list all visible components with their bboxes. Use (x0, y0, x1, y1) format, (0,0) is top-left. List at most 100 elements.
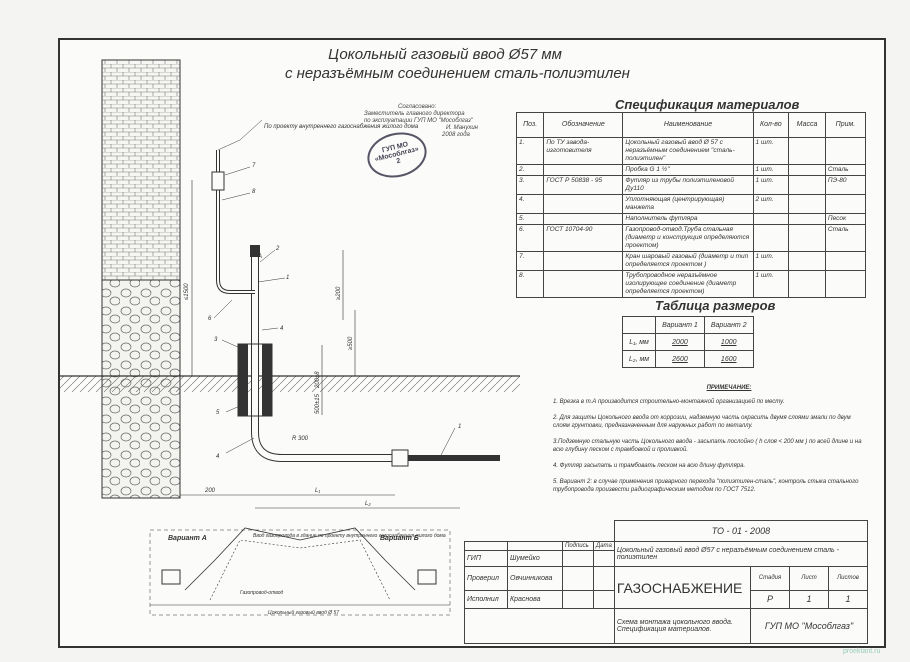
dim-r300: R 300 (292, 436, 309, 442)
spec-header-cell: Поз. (515, 112, 545, 138)
pos-4b: 4 (216, 454, 220, 460)
section-name: ГАЗОСНАБЖЕНИЕ (613, 566, 752, 610)
dim-200: ≥200 (336, 286, 342, 300)
variant-a-label: Вариант А (168, 535, 207, 542)
pos-4a: 4 (280, 326, 284, 332)
spec-cell: Уплотняющая (центрирующая) манжета (622, 194, 754, 214)
role-made: Исполнил (464, 589, 508, 610)
spec-header-cell: Прим. (824, 112, 867, 138)
dim-200-8: 200±8 (315, 371, 321, 389)
spec-cell: 1 шт. (752, 164, 790, 176)
spec-cell (788, 137, 826, 165)
note-item: 4. Футляр засыпать и трамбовать песком н… (553, 463, 746, 469)
sizes-cell (621, 316, 657, 334)
spec-cell (788, 194, 826, 214)
watermark: proektant.ru (843, 648, 881, 655)
sheets-value: 1 (828, 589, 868, 610)
spec-cell (788, 251, 826, 271)
spec-cell: 3. (515, 175, 545, 195)
dim-500-15: 500±15 (315, 393, 321, 414)
spec-title: Спецификация материалов (615, 97, 800, 112)
spec-cell (824, 137, 867, 165)
spec-row: 7. Кран шаровый газовый (диаметр и тип оп… (515, 251, 867, 271)
spec-cell: 5. (515, 213, 545, 225)
spec-cell (788, 175, 826, 195)
doc-name: Схема монтажа цокольного ввода. Специфик… (613, 608, 752, 644)
sizes-cell: Вариант 1 (655, 316, 705, 334)
spec-cell (543, 164, 624, 176)
spec-cell (543, 270, 624, 298)
spec-cell: Наполнитель футляра (622, 213, 754, 225)
title-block: ТО - 01 - 2008 Подпись Дата Цокольный га… (464, 520, 869, 644)
spec-cell: Кран шаровый газовый (диаметр и тип опре… (622, 251, 754, 271)
spec-cell (788, 164, 826, 176)
spec-cell: 6. (515, 224, 545, 252)
spec-header-cell: Кол-во (752, 112, 790, 138)
pos-A: А (257, 254, 262, 260)
inlet-label: Цокольный газовый ввод Ø 57 (268, 609, 339, 616)
sizes-cell: Вариант 2 (703, 316, 754, 334)
spec-row: 2. Пробка G 1 ½"1 шт. Сталь (515, 164, 867, 176)
role-gip: ГИП (464, 550, 508, 568)
spec-cell: 1 шт. (752, 270, 790, 298)
pos-1b: 1 (458, 424, 461, 430)
object-name: Цокольный газовый ввод Ø57 с неразъёмным… (613, 540, 869, 568)
notes-head: ПРИМЕЧАНИЕ: (706, 385, 752, 391)
spec-cell: Сталь (824, 164, 867, 176)
dim-500: ≥500 (348, 336, 354, 350)
sizes-cell: L₂, мм (621, 350, 657, 368)
pos-5: 5 (216, 410, 220, 416)
spec-cell: Футляр из трубы полиэтиленовой Ду110 (622, 175, 754, 195)
spec-cell: ГОСТ Р 50838 - 95 (543, 175, 624, 195)
spec-cell: Сталь (824, 224, 867, 252)
org-name: ГУП МО "Мособлгаз" (750, 608, 868, 644)
spec-cell: 7. (515, 251, 545, 271)
notes-block: ПРИМЕЧАНИЕ: 1. Врезка в т.А производится… (553, 384, 865, 502)
brick-wall (101, 59, 181, 281)
approval-block: Согласовано: Заместитель главного директ… (364, 104, 478, 138)
variant-b-label: Вариант Б (380, 535, 419, 542)
spec-cell: 1 шт. (752, 137, 790, 165)
dim-200b: 200 (204, 488, 216, 494)
pos-1: 1 (286, 275, 289, 281)
dim-l1: L₁ (315, 488, 320, 494)
spec-row: 8.Трубопроводное неразъёмное изолирующее… (515, 270, 867, 298)
pos-8: 8 (252, 189, 256, 195)
pos-6: 6 (208, 316, 212, 322)
dim-1500: ≤1500 (184, 283, 190, 300)
spec-cell: 2. (515, 164, 545, 176)
house-b (417, 569, 437, 585)
name-gip: Шумейко (507, 550, 563, 568)
sheet-value: 1 (789, 589, 829, 610)
pos-3: 3 (214, 337, 218, 343)
note-project: По проекту внутреннего газоснабжения жил… (264, 124, 419, 130)
name-checked: Овчинникова (507, 566, 563, 591)
spec-cell (543, 251, 624, 271)
spec-cell: 8. (515, 270, 545, 298)
doc-code: ТО - 01 - 2008 (613, 520, 869, 542)
spec-cell (788, 270, 826, 298)
pos-2: 2 (275, 246, 280, 252)
stage-value: Р (750, 589, 790, 610)
spec-cell: ПЭ-80 (824, 175, 867, 195)
spec-cell (752, 224, 790, 252)
gas-inlet-pipe (251, 255, 395, 462)
spec-cell: 1. (515, 137, 545, 165)
spec-cell (788, 224, 826, 252)
spec-cell: 2 шт. (752, 194, 790, 214)
spec-cell (543, 213, 624, 225)
spec-cell (543, 194, 624, 214)
spec-cell: Пробка G 1 ½" (622, 164, 754, 176)
spec-cell (752, 213, 790, 225)
spec-cell: 4. (515, 194, 545, 214)
